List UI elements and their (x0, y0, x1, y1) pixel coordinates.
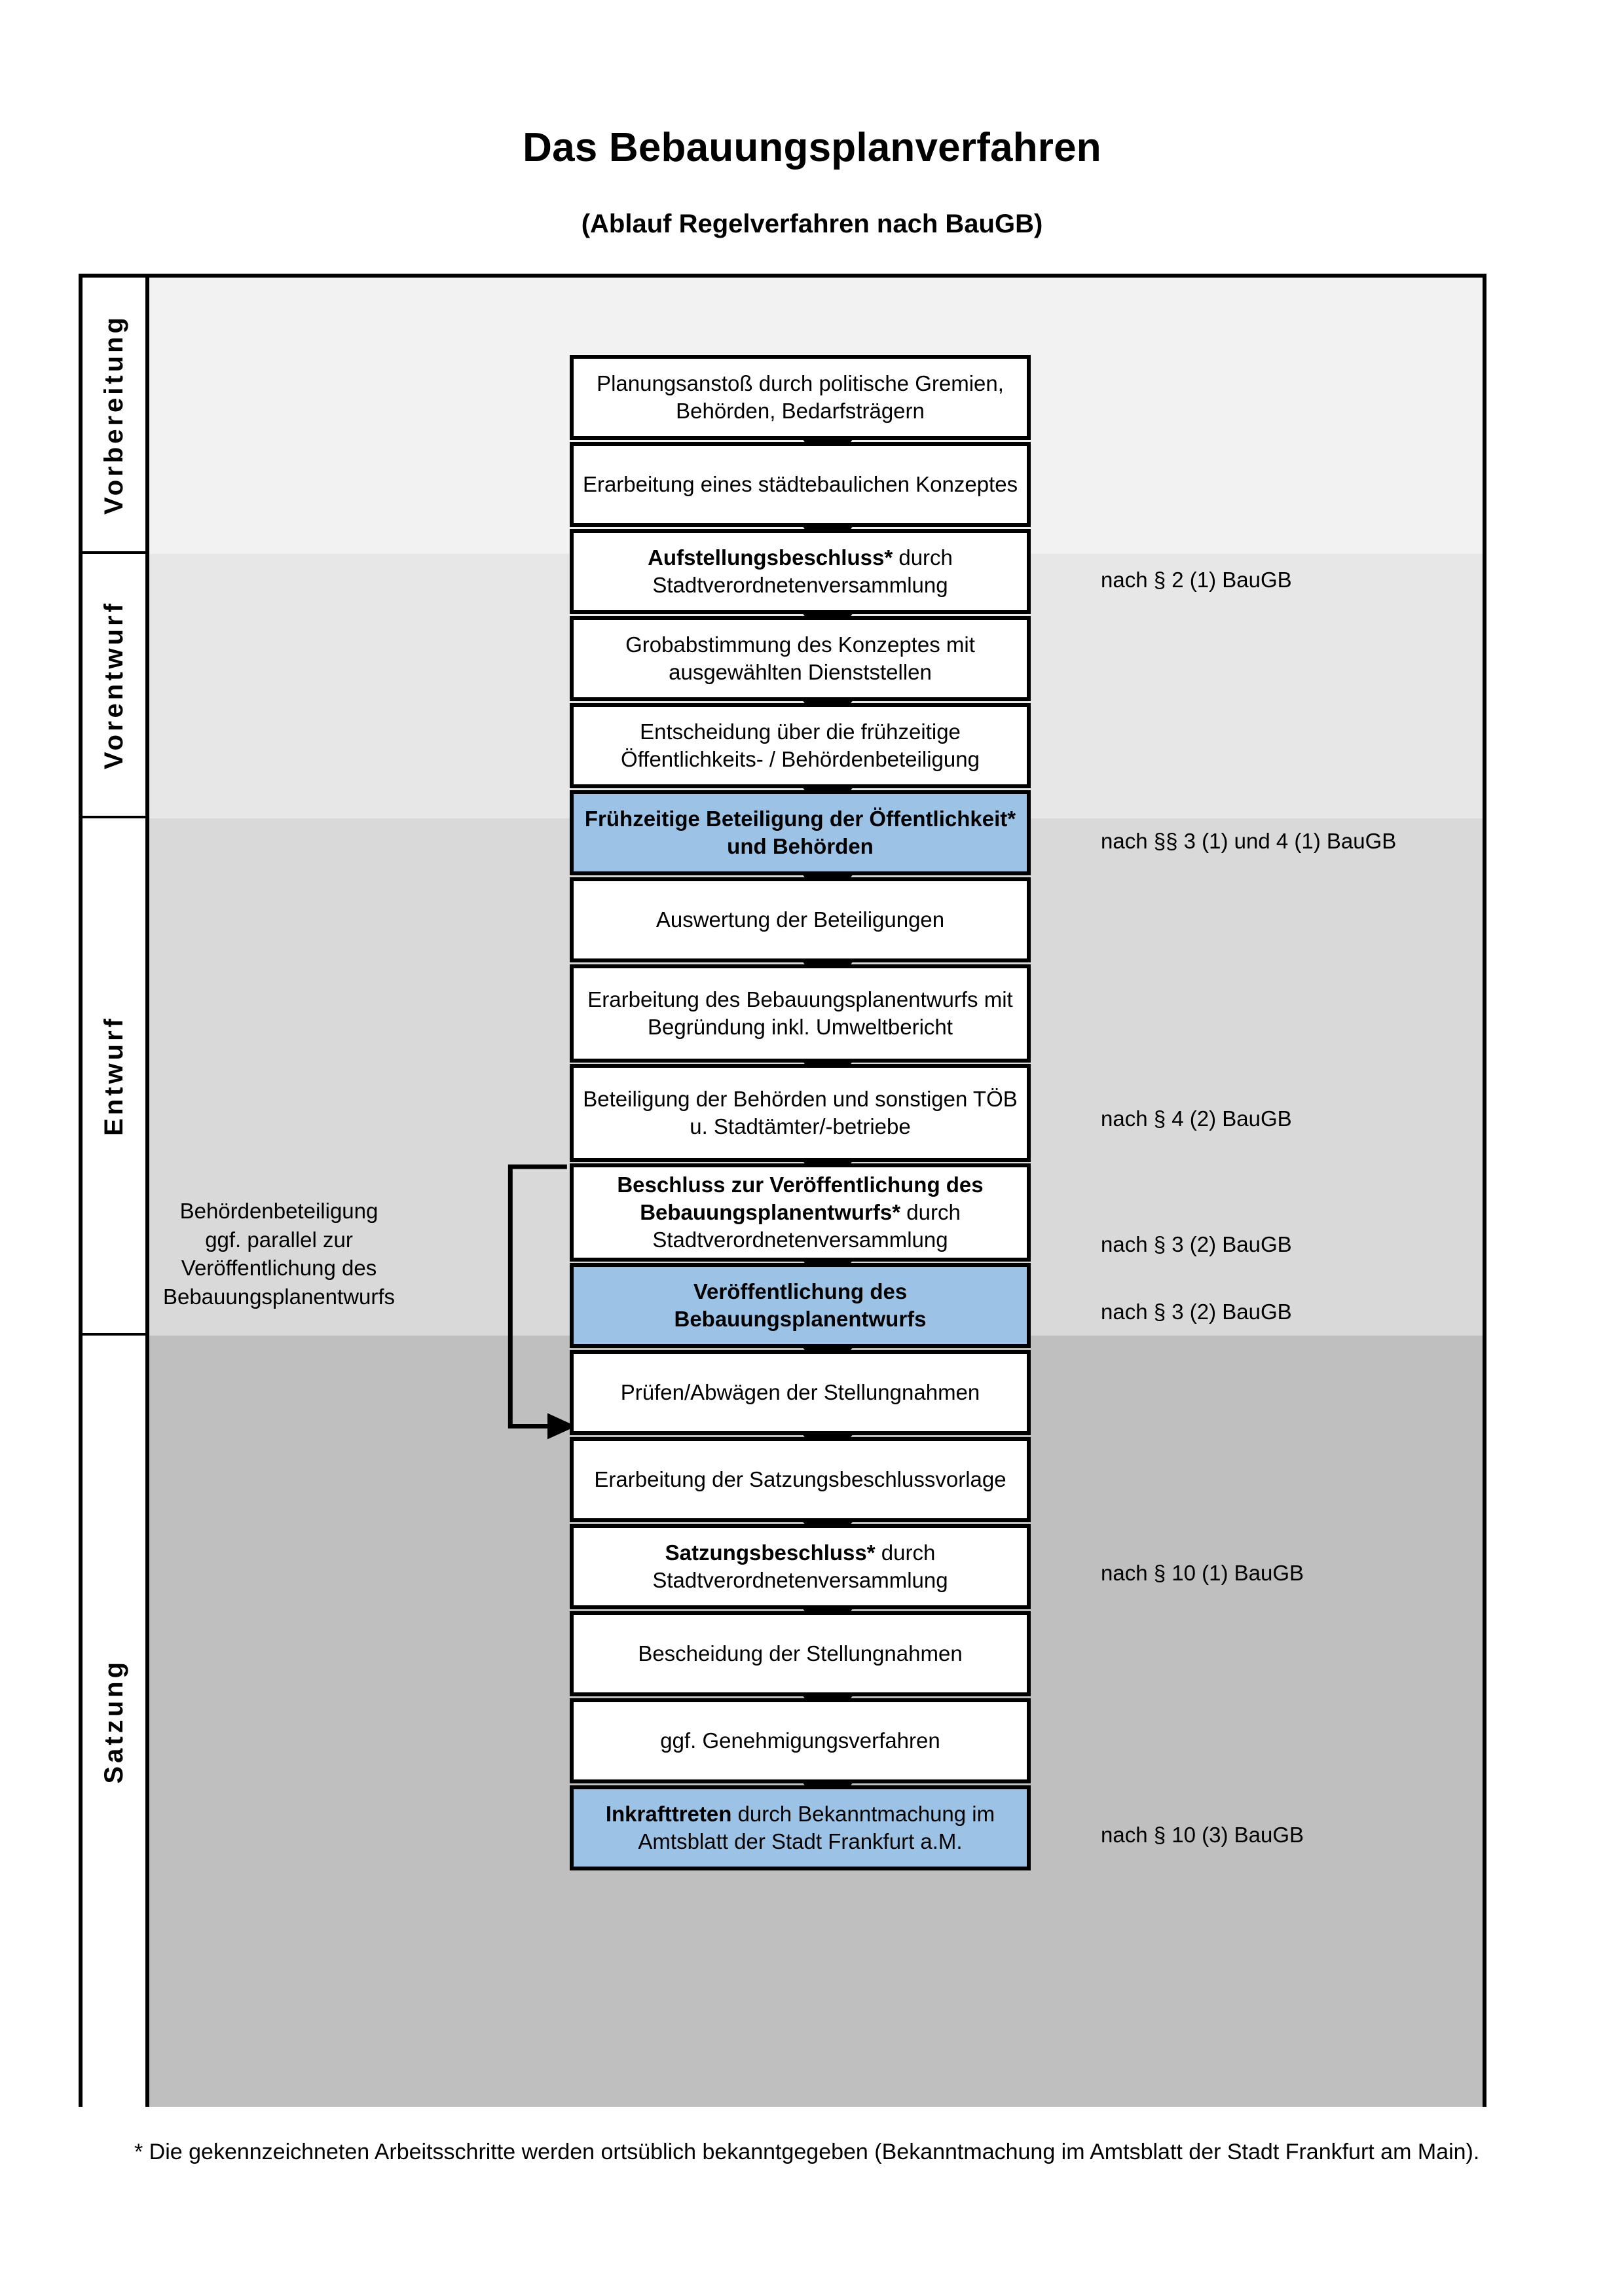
side-note-line-2: ggf. parallel zur (205, 1227, 353, 1252)
step-label-bold: Inkrafttreten (605, 1801, 732, 1826)
step-label-rest: durch Stadtverordnetenversammlung (652, 545, 953, 597)
page-subtitle: (Ablauf Regelverfahren nach BauGB) (581, 210, 1043, 238)
step-label: Erarbeitung der Satzungsbeschlussvorlage (594, 1467, 1006, 1491)
flowchart-frame: Vorbereitung Vorentwurf Entwurf Satzung … (79, 274, 1486, 2107)
step-auswertung[interactable]: Auswertung der Beteiligungen (570, 877, 1031, 962)
step-label: Bescheidung der Stellungnahmen (638, 1641, 963, 1666)
step-label: Satzungsbeschluss* durch Stadtverordnete… (580, 1539, 1020, 1594)
step-erarbeitung-satzungsvorlage[interactable]: Erarbeitung der Satzungsbeschlussvorlage (570, 1437, 1031, 1522)
step-label-bold: Beschluss zur Veröffentlichung des Bebau… (617, 1172, 984, 1224)
phase-label-satzung: Satzung (83, 1336, 145, 2107)
step-label-bold: Satzungsbeschluss* (665, 1540, 876, 1565)
side-note-line-4: Bebauungsplanentwurfs (162, 1284, 396, 1309)
step-aufstellungsbeschluss[interactable]: Aufstellungsbeschluss* durch Stadtverord… (570, 529, 1031, 614)
label-column-divider (145, 278, 149, 2103)
step-entscheidung-fruehzeitige[interactable]: Entscheidung über die frühzeitige Öffent… (570, 703, 1031, 788)
step-erarbeitung-entwurf[interactable]: Erarbeitung des Bebauungsplanentwurfs mi… (570, 964, 1031, 1063)
step-satzungsbeschluss[interactable]: Satzungsbeschluss* durch Stadtverordnete… (570, 1524, 1031, 1609)
step-label-rest: durch Stadtverordnetenversammlung (652, 1540, 948, 1592)
step-beschluss-veroeffentlichung[interactable]: Beschluss zur Veröffentlichung des Bebau… (570, 1163, 1031, 1262)
side-note-line-3: Veröffentlichung des (181, 1256, 377, 1281)
step-label: Beschluss zur Veröffentlichung des Bebau… (580, 1171, 1020, 1254)
step-planungsanstoss[interactable]: Planungsanstoß durch politische Gremien,… (570, 355, 1031, 440)
step-konzept[interactable]: Erarbeitung eines städtebaulichen Konzep… (570, 442, 1031, 527)
step-label: Planungsanstoß durch politische Gremien,… (597, 371, 1004, 423)
page-title: Das Bebauungsplanverfahren (523, 125, 1101, 170)
step-label: Frühzeitige Beteiligung der Öffentlichke… (584, 806, 1016, 858)
step-genehmigungsverfahren[interactable]: ggf. Genehmigungsverfahren (570, 1698, 1031, 1783)
annotation-par-3-2-b: nach § 3 (2) BauGB (1101, 1300, 1292, 1324)
step-label: Inkrafttreten durch Bekanntmachung im Am… (580, 1800, 1020, 1855)
phase-label-text: Vorbereitung (99, 314, 128, 515)
annotation-par-3-2-a: nach § 3 (2) BauGB (1101, 1232, 1292, 1256)
step-pruefen-abwaegen[interactable]: Prüfen/Abwägen der Stellungnahmen (570, 1350, 1031, 1435)
step-label: Entscheidung über die frühzeitige Öffent… (621, 719, 980, 771)
annotation-par-10-3: nach § 10 (3) BauGB (1101, 1823, 1304, 1847)
step-label: Aufstellungsbeschluss* durch Stadtverord… (580, 544, 1020, 599)
step-grobabstimmung[interactable]: Grobabstimmung des Konzeptes mit ausgewä… (570, 616, 1031, 701)
annotation-par-10-1: nach § 10 (1) BauGB (1101, 1561, 1304, 1585)
step-label: Veröffentlichung des Bebauungsplanentwur… (674, 1279, 927, 1331)
phase-label-vorentwurf: Vorentwurf (83, 554, 145, 818)
annotation-par-4-2: nach § 4 (2) BauGB (1101, 1106, 1292, 1131)
footnote: * Die gekennzeichneten Arbeitsschritte w… (134, 2140, 1480, 2164)
phase-label-vorbereitung: Vorbereitung (83, 278, 145, 554)
step-label: Erarbeitung des Bebauungsplanentwurfs mi… (587, 987, 1013, 1039)
step-label: Erarbeitung eines städtebaulichen Konzep… (582, 471, 1018, 496)
phase-label-text: Vorentwurf (99, 600, 128, 770)
side-note-line-1: Behördenbeteiligung (179, 1199, 378, 1223)
step-inkrafttreten[interactable]: Inkrafttreten durch Bekanntmachung im Am… (570, 1785, 1031, 1870)
step-fruehzeitige-beteiligung[interactable]: Frühzeitige Beteiligung der Öffentlichke… (570, 790, 1031, 875)
step-label-bold: Aufstellungsbeschluss* (648, 545, 893, 570)
step-label: Prüfen/Abwägen der Stellungnahmen (620, 1379, 980, 1404)
step-bescheidung[interactable]: Bescheidung der Stellungnahmen (570, 1611, 1031, 1696)
side-note-behoerdenbeteiligung: Behördenbeteiligung ggf. parallel zur Ve… (96, 1197, 462, 1311)
annotation-par-2-1: nach § 2 (1) BauGB (1101, 568, 1292, 592)
step-label: Beteiligung der Behörden und sonstigen T… (583, 1086, 1018, 1139)
step-label: Grobabstimmung des Konzeptes mit ausgewä… (625, 632, 975, 684)
step-label: ggf. Genehmigungsverfahren (660, 1728, 940, 1753)
phase-label-entwurf: Entwurf (83, 818, 145, 1336)
step-label: Auswertung der Beteiligungen (655, 907, 945, 932)
step-label-rest: durch Stadtverordnetenversammlung (652, 1199, 961, 1252)
phase-label-text: Satzung (99, 1658, 128, 1784)
step-veroeffentlichung[interactable]: Veröffentlichung des Bebauungsplanentwur… (570, 1263, 1031, 1348)
annotation-par-3-1-4-1: nach §§ 3 (1) und 4 (1) BauGB (1101, 829, 1397, 853)
step-beteiligung-behoerden[interactable]: Beteiligung der Behörden und sonstigen T… (570, 1064, 1031, 1162)
step-label-rest: durch Bekanntmachung im Amtsblatt der St… (638, 1801, 995, 1853)
phase-label-text: Entwurf (99, 1015, 128, 1136)
